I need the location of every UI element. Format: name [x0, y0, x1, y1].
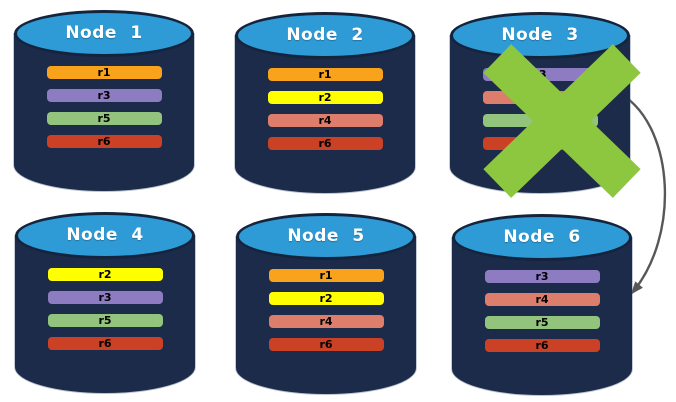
replica-list: r3 r4 r5 r6: [450, 68, 630, 160]
node-title: Node 4: [66, 225, 144, 245]
node-title: Node 3: [501, 25, 579, 45]
replica-label: r1: [319, 269, 333, 282]
replica-bar-r5: r5: [46, 112, 162, 125]
cylinder-top: Node 1: [14, 10, 194, 57]
database-node-6: r3 r4 r5 r6 Node 6: [452, 214, 632, 395]
replica-bar-r3: r3: [47, 291, 163, 304]
cylinder-top: Node 4: [15, 212, 195, 259]
replica-label: r3: [97, 89, 111, 102]
cylinder-top: Node 3: [450, 12, 630, 59]
replica-bar-r3: r3: [46, 89, 162, 102]
replica-label: r4: [319, 315, 333, 328]
replica-bar-r6: r6: [268, 338, 384, 351]
replica-bar-r4: r4: [482, 91, 598, 104]
replica-label: r2: [98, 268, 112, 281]
replica-bar-r4: r4: [268, 315, 384, 328]
replica-list: r2 r3 r5 r6: [15, 268, 195, 360]
replica-label: r1: [318, 68, 332, 81]
database-node-5: r1 r2 r4 r6 Node 5: [236, 213, 416, 394]
replica-label: r2: [318, 91, 332, 104]
replica-label: r6: [533, 137, 547, 150]
database-node-4: r2 r3 r5 r6 Node 4: [15, 212, 195, 393]
replica-list: r3 r4 r5 r6: [452, 270, 632, 362]
replica-bar-r4: r4: [267, 114, 383, 127]
replica-bar-r6: r6: [484, 339, 600, 352]
replica-list: r1 r3 r5 r6: [14, 66, 194, 158]
replica-list: r1 r2 r4 r6: [235, 68, 415, 160]
database-node-1: r1 r3 r5 r6 Node 1: [14, 10, 194, 191]
replica-label: r3: [533, 68, 547, 81]
replica-label: r3: [535, 270, 549, 283]
replica-label: r2: [319, 292, 333, 305]
replica-label: r5: [535, 316, 549, 329]
replica-label: r5: [98, 314, 112, 327]
replica-bar-r5: r5: [47, 314, 163, 327]
replica-label: r6: [319, 338, 333, 351]
replica-label: r6: [535, 339, 549, 352]
replica-bar-r6: r6: [47, 337, 163, 350]
node-title: Node 1: [65, 23, 143, 43]
replica-bar-r3: r3: [484, 270, 600, 283]
database-node-3: r3 r4 r5 r6 Node 3: [450, 12, 641, 198]
replica-label: r6: [318, 137, 332, 150]
cylinder-top: Node 5: [236, 213, 416, 260]
replica-label: r6: [98, 337, 112, 350]
node-title: Node 2: [286, 25, 364, 45]
replica-bar-r4: r4: [484, 293, 600, 306]
database-node-2: r1 r2 r4 r6 Node 2: [235, 12, 415, 193]
replica-bar-r1: r1: [46, 66, 162, 79]
replica-bar-r3: r3: [482, 68, 598, 81]
replica-label: r4: [535, 293, 549, 306]
replica-bar-r6: r6: [267, 137, 383, 150]
replica-label: r3: [98, 291, 112, 304]
cylinder-top: Node 6: [452, 214, 632, 261]
replica-label: r4: [318, 114, 332, 127]
replica-bar-r5: r5: [484, 316, 600, 329]
replica-bar-r5: r5: [482, 114, 598, 127]
replica-bar-r2: r2: [267, 91, 383, 104]
replica-bar-r1: r1: [268, 269, 384, 282]
replica-bar-r2: r2: [47, 268, 163, 281]
replica-label: r4: [533, 91, 547, 104]
replica-list: r1 r2 r4 r6: [236, 269, 416, 361]
cylinder-top: Node 2: [235, 12, 415, 59]
replica-label: r5: [533, 114, 547, 127]
replica-bar-r6: r6: [46, 135, 162, 148]
replica-bar-r6: r6: [482, 137, 598, 150]
replica-label: r6: [97, 135, 111, 148]
replica-bar-r2: r2: [268, 292, 384, 305]
replica-label: r1: [97, 66, 111, 79]
node-title: Node 6: [503, 227, 581, 247]
replica-bar-r1: r1: [267, 68, 383, 81]
node-title: Node 5: [287, 226, 365, 246]
replica-label: r5: [97, 112, 111, 125]
